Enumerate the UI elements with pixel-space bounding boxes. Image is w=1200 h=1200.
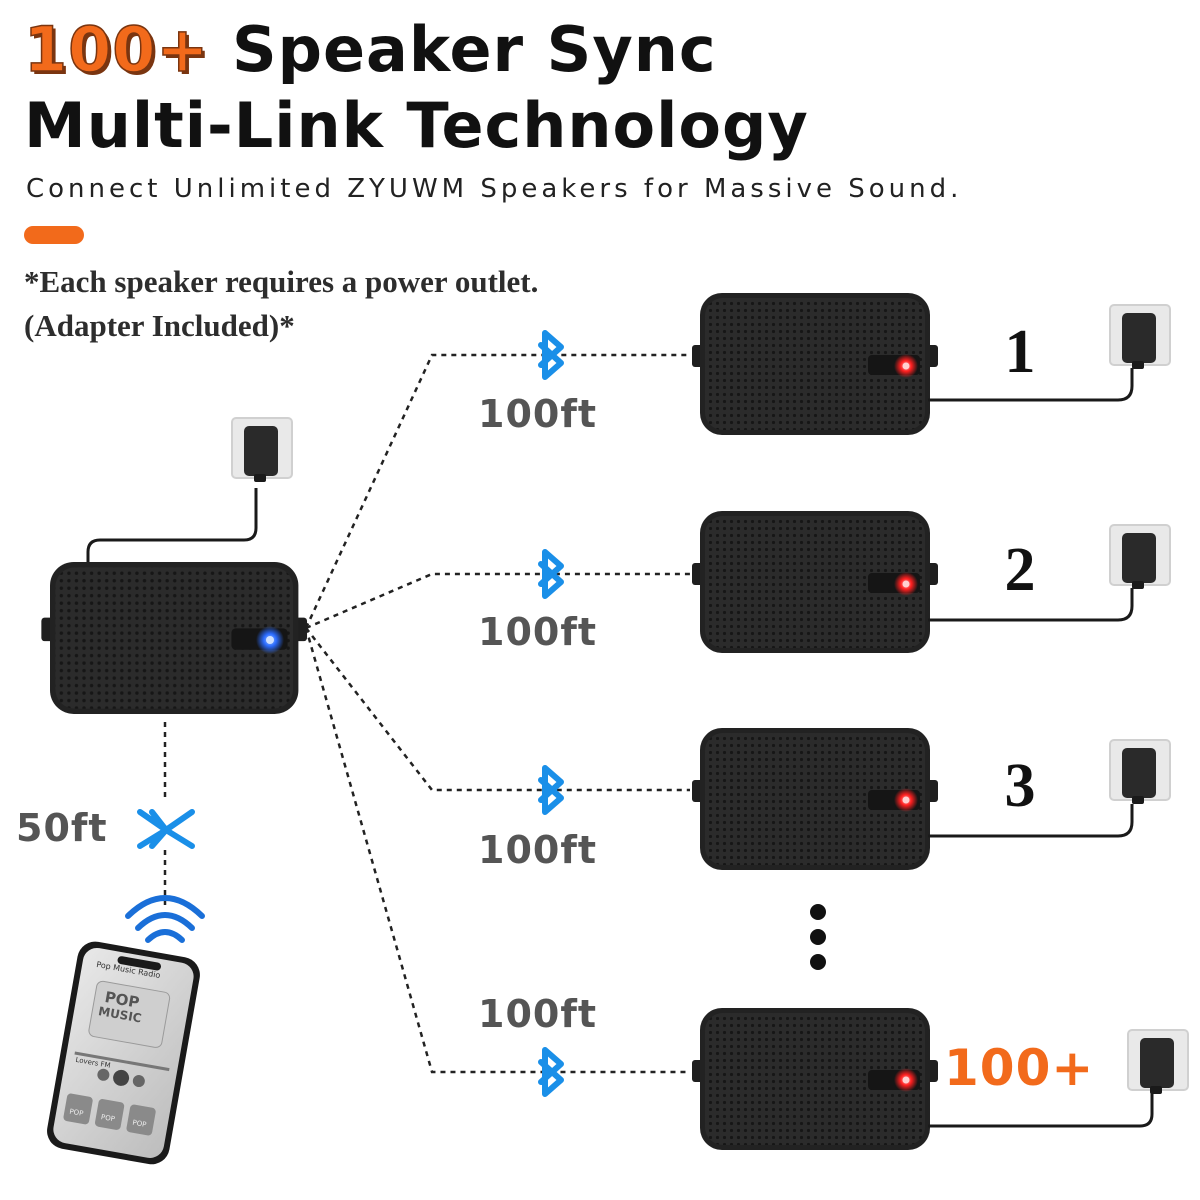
accent-bar <box>24 226 84 244</box>
speaker-number-1: 1 <box>1004 318 1036 386</box>
wall-outlet-icon <box>1109 304 1171 370</box>
link-lines <box>163 353 690 1074</box>
speaker-1 <box>692 293 1171 435</box>
smartphone <box>47 941 200 1165</box>
headline-count: 100+ <box>23 12 210 87</box>
speaker-number-3: 3 <box>1004 752 1036 820</box>
tile-label: POP <box>100 1113 116 1124</box>
distance-label-3: 100ft <box>478 828 598 872</box>
wifi-signal-icon <box>125 895 205 943</box>
power-note-line-2: (Adapter Included)* <box>24 308 295 343</box>
station-name: Lovers FM <box>74 1055 112 1070</box>
distance-label-2: 100ft <box>478 610 598 654</box>
wall-outlet-icon <box>1109 524 1171 590</box>
headline-line-2: Multi-Link Technology <box>24 89 809 162</box>
speaker-3 <box>692 728 1171 870</box>
app-title: Pop Music Radio <box>95 959 162 981</box>
ellipsis-icon <box>810 904 826 970</box>
bluetooth-icon <box>541 333 561 377</box>
tile-label: POP <box>68 1107 84 1118</box>
bluetooth-icon <box>137 809 195 849</box>
distance-label-last: 100ft <box>478 992 598 1036</box>
speaker-number-2: 2 <box>1004 536 1036 604</box>
headline-rest: Speaker Sync <box>209 13 717 86</box>
speaker-last <box>692 1008 1189 1150</box>
speaker-count-label: 100+ <box>944 1039 1095 1097</box>
wall-outlet-icon <box>231 417 293 483</box>
main-speaker <box>41 417 308 714</box>
phone-distance-label: 50ft <box>16 806 108 850</box>
tagline: Connect Unlimited ZYUWM Speakers for Mas… <box>26 174 963 204</box>
power-note-line-1: *Each speaker requires a power outlet. <box>24 264 539 299</box>
headline-line-1: 100+ Speaker Sync <box>23 12 717 88</box>
speaker-2 <box>692 511 1171 653</box>
distance-label-1: 100ft <box>478 392 598 436</box>
wall-outlet-icon <box>1109 739 1171 805</box>
tile-label: POP <box>131 1118 147 1129</box>
wall-outlet-icon <box>1127 1029 1189 1095</box>
bluetooth-icon <box>541 1050 561 1094</box>
power-cable <box>86 488 258 566</box>
